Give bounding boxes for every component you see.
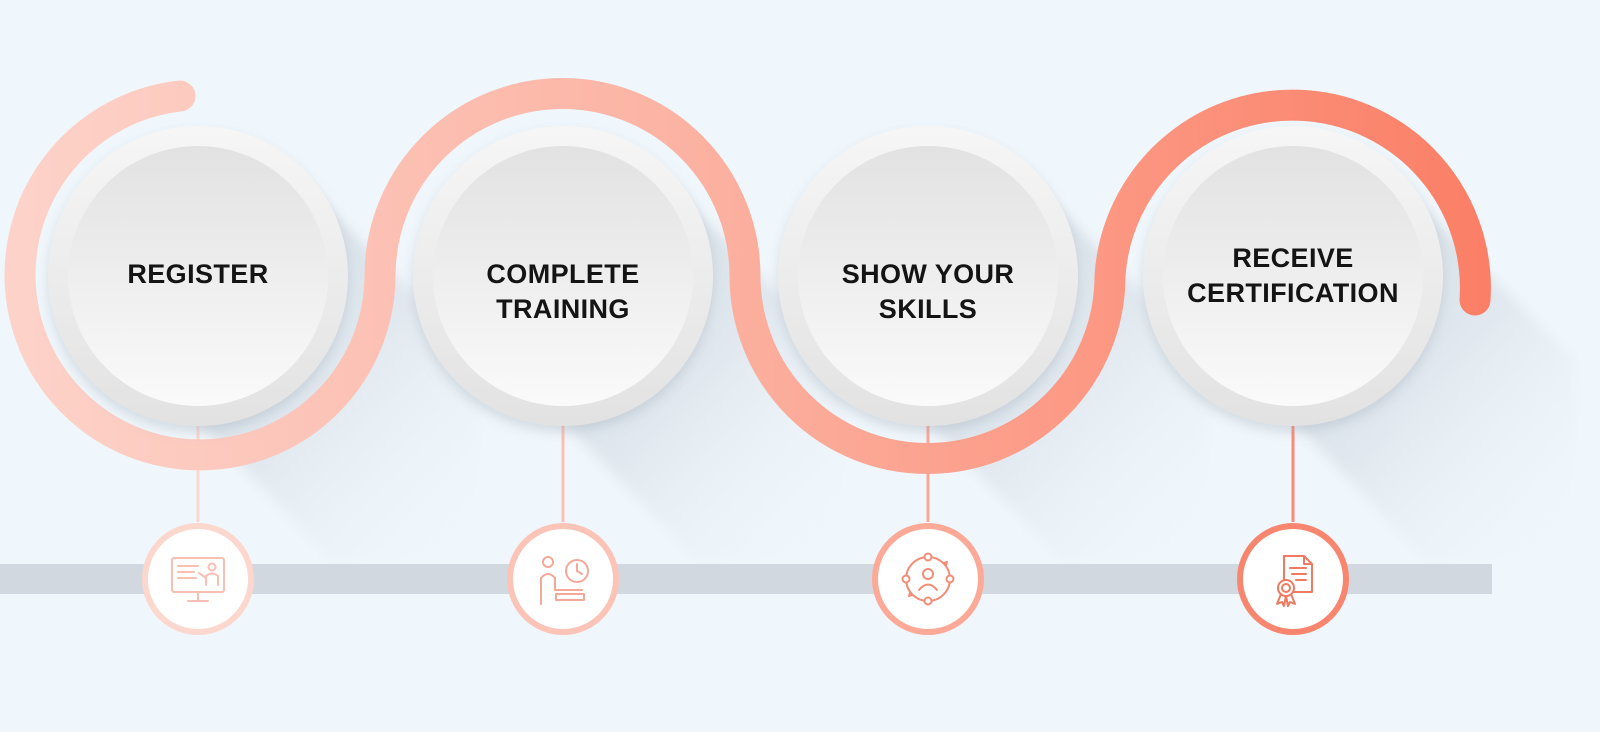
step-3-line-1: SHOW YOUR — [841, 259, 1015, 289]
presentation-screen-icon — [171, 557, 225, 602]
step-2-line-1: COMPLETE — [486, 259, 640, 289]
step-discs — [48, 126, 1443, 426]
connectors — [196, 420, 1295, 522]
step-4-line-2: CERTIFICATION — [1187, 278, 1399, 308]
certificate-icon — [1276, 555, 1313, 607]
step-1-line-1: REGISTER — [127, 259, 269, 289]
disc-step-1 — [48, 126, 348, 426]
badge-step-1 — [142, 523, 254, 635]
step-label-receive-certification: RECEIVE CERTIFICATION — [1163, 241, 1423, 311]
step-label-show-your-skills: SHOW YOUR SKILLS — [808, 257, 1048, 327]
step-label-register: REGISTER — [78, 257, 318, 292]
badge-step-4 — [1237, 523, 1349, 635]
disc-step-3 — [778, 126, 1078, 426]
wave-path — [4, 78, 1491, 474]
disc-step-2 — [413, 126, 713, 426]
disc-step-4 — [1143, 126, 1443, 426]
step-label-complete-training: COMPLETE TRAINING — [443, 257, 683, 327]
badge-step-2 — [507, 523, 619, 635]
step-3-line-2: SKILLS — [878, 294, 978, 324]
study-clock-icon — [540, 556, 589, 605]
skills-cycle-icon — [901, 552, 955, 606]
badge-step-3 — [872, 523, 984, 635]
icon-badges — [142, 523, 1349, 635]
step-4-line-1: RECEIVE — [1232, 243, 1354, 273]
step-2-line-2: TRAINING — [496, 294, 630, 324]
